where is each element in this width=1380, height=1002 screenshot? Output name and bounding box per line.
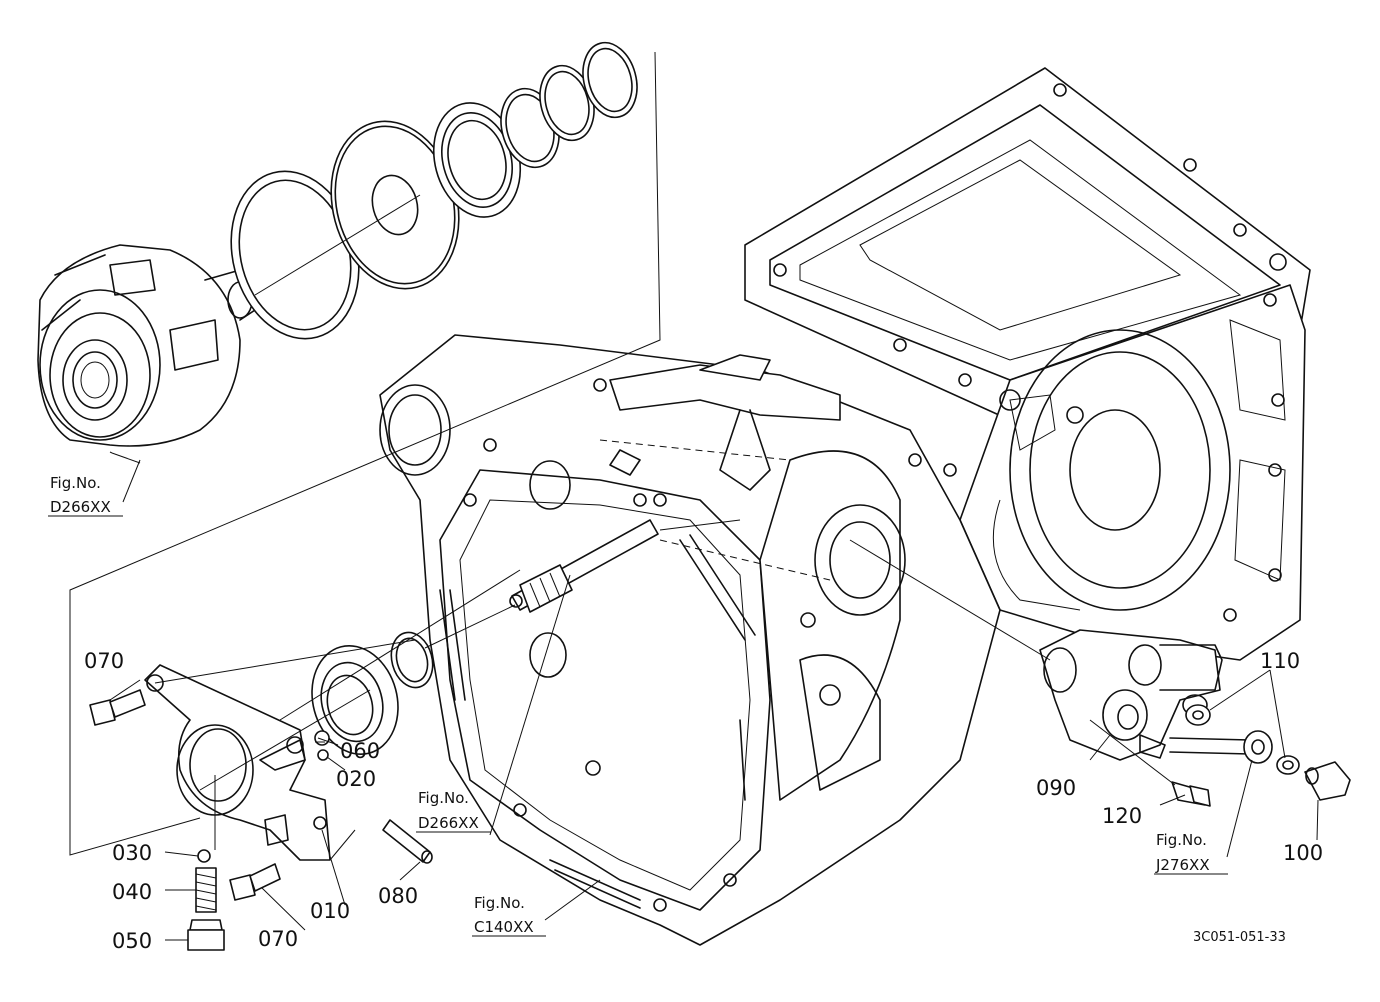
leader-lines: [109, 451, 1319, 941]
fig-ref-code: D266XX: [50, 498, 111, 516]
fig-ref-code: J276XX: [1155, 856, 1210, 874]
figure-ref-j276xx: Fig.No. J276XX: [1154, 831, 1228, 875]
callout-120: 120: [1102, 804, 1142, 828]
callout-040: 040: [112, 880, 152, 904]
brake-drum-assembly: [37, 244, 257, 447]
callout-020: 020: [336, 767, 376, 791]
fig-ref-title: Fig.No.: [474, 894, 525, 912]
drawing-code: 3C051-051-33: [1193, 930, 1286, 945]
valve-assembly: [1039, 629, 1351, 807]
figure-ref-d266xx-shaft: Fig.No. D266XX: [416, 789, 491, 833]
small-parts: [89, 689, 433, 951]
callout-050: 050: [112, 929, 152, 953]
callout-labels: 070 060 020 030 040 050 070 010 080 090 …: [84, 649, 1323, 953]
callout-070-bottom: 070: [258, 927, 298, 951]
figure-ref-c140xx: Fig.No. C140XX: [472, 894, 546, 937]
callout-110: 110: [1260, 649, 1300, 673]
friction-plates: [230, 41, 638, 340]
callout-090: 090: [1036, 776, 1076, 800]
fig-ref-title: Fig.No.: [50, 474, 101, 492]
callout-030: 030: [112, 841, 152, 865]
fig-ref-title: Fig.No.: [418, 789, 469, 807]
assembly-lines: [199, 194, 1176, 850]
figure-ref-d266xx-drum: Fig.No. D266XX: [48, 474, 123, 517]
callout-100: 100: [1283, 841, 1323, 865]
fig-ref-title: Fig.No.: [1156, 831, 1207, 849]
bearing: [311, 631, 434, 756]
lever-bracket: [144, 664, 331, 861]
callout-080: 080: [378, 884, 418, 908]
shaft: [509, 519, 659, 613]
group-boundary-lines: [69, 51, 661, 861]
callout-010: 010: [310, 899, 350, 923]
fig-ref-code: D266XX: [418, 814, 479, 832]
callout-070-top: 070: [84, 649, 124, 673]
transmission-case: [379, 67, 1311, 946]
fig-ref-code: C140XX: [474, 918, 534, 936]
callout-060: 060: [340, 739, 380, 763]
